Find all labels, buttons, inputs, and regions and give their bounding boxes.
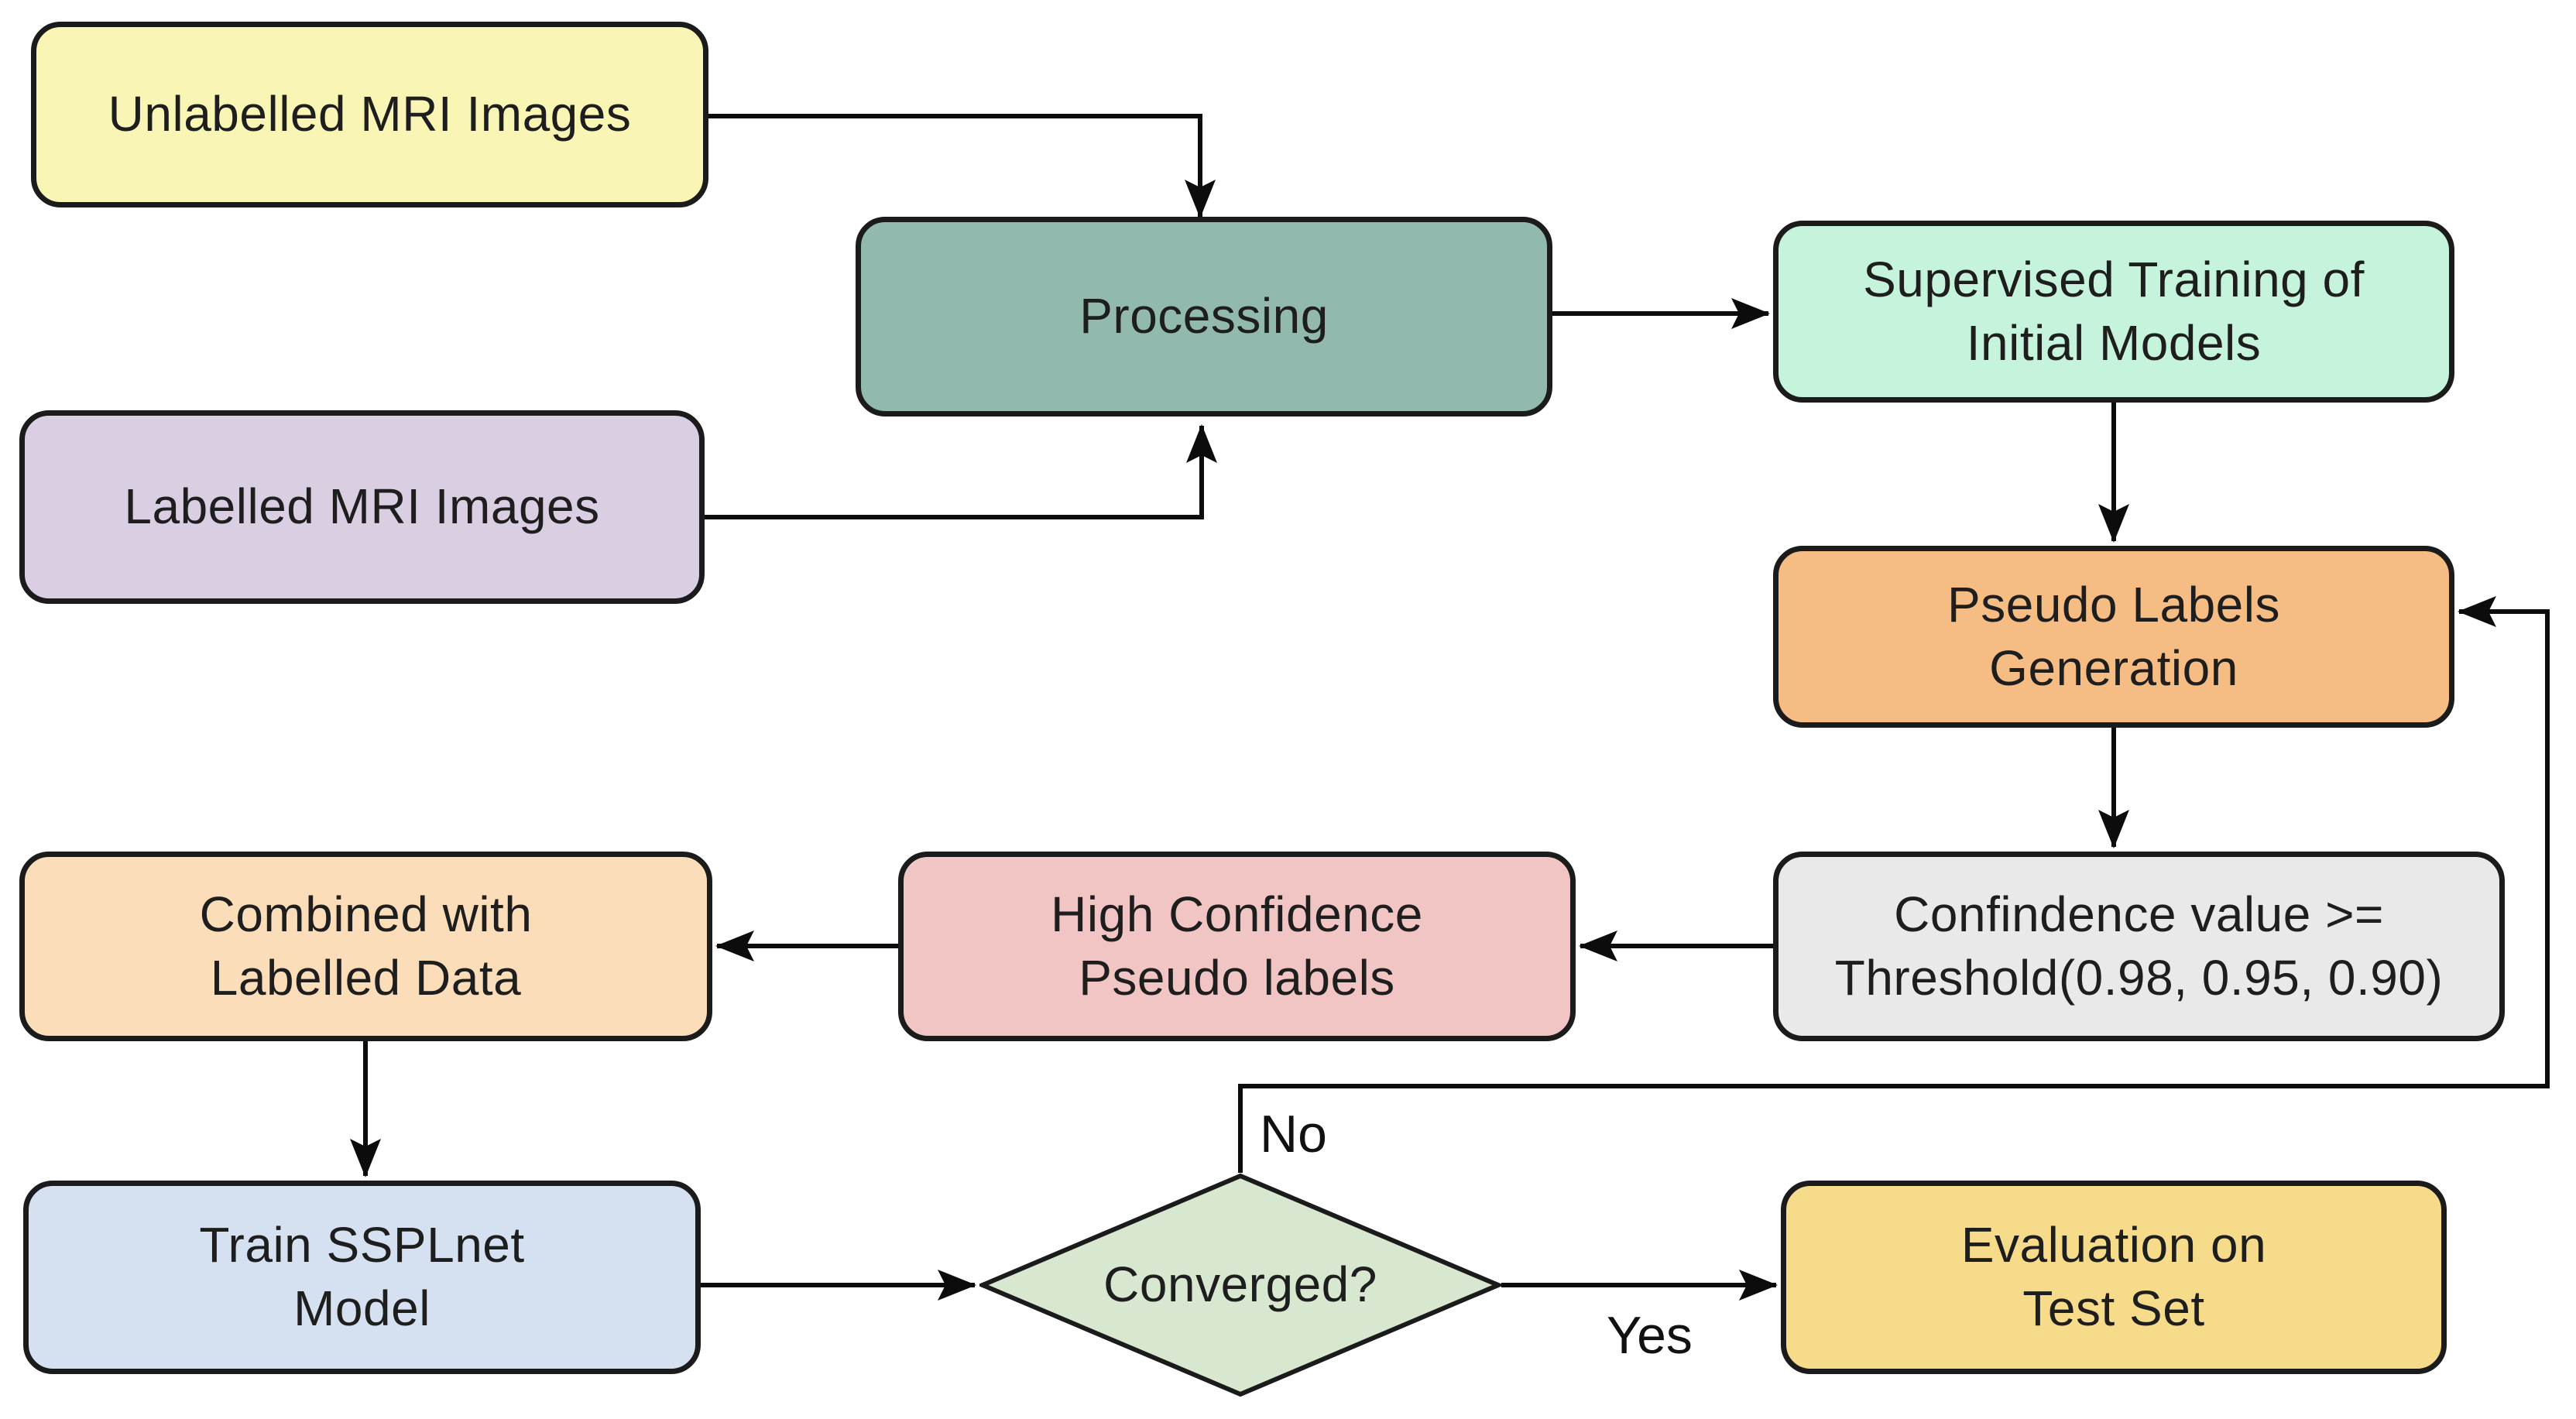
edge-label-no: No (1260, 1105, 1327, 1164)
node-confidence-label: Confindence value >= Threshold(0.98, 0.9… (1834, 886, 2444, 1006)
node-evaluation-on-test-set: Evaluation on Test Set (1781, 1181, 2447, 1374)
edge-labelled-to-processing (705, 424, 1217, 519)
node-converged-decision: Converged? (979, 1173, 1501, 1397)
node-unlabelled-label: Unlabelled MRI Images (108, 86, 632, 142)
node-evaluation-label: Evaluation on Test Set (1960, 1217, 2267, 1336)
node-train-label: Train SSPLnet Model (199, 1217, 525, 1336)
node-confidence-threshold: Confindence value >= Threshold(0.98, 0.9… (1773, 852, 2505, 1041)
node-high-confidence-pseudo-labels: High Confidence Pseudo labels (898, 852, 1576, 1041)
node-labelled-label: Labelled MRI Images (124, 478, 600, 535)
node-combined-label: Combined with Labelled Data (199, 886, 533, 1006)
node-combined-with-labelled-data: Combined with Labelled Data (19, 852, 712, 1041)
node-pseudo-labels-generation: Pseudo Labels Generation (1773, 546, 2454, 728)
diamond-shape (979, 1173, 1501, 1397)
node-labelled-mri-images: Labelled MRI Images (19, 410, 705, 604)
edge-label-yes: Yes (1607, 1306, 1693, 1365)
node-supervised-training: Supervised Training of Initial Models (1773, 221, 2454, 403)
node-pseudo-label: Pseudo Labels Generation (1947, 576, 2280, 696)
node-processing: Processing (856, 217, 1552, 416)
edge-unlabelled-to-processing (708, 114, 1216, 218)
node-supervised-label: Supervised Training of Initial Models (1863, 251, 2365, 371)
node-train-ssplnet-model: Train SSPLnet Model (23, 1181, 701, 1374)
node-unlabelled-mri-images: Unlabelled MRI Images (31, 22, 708, 207)
edge-converged-no-to-pseudo (1238, 596, 2550, 1173)
node-processing-label: Processing (1079, 288, 1329, 344)
node-converged-label: Converged? (1103, 1256, 1377, 1313)
node-highconf-label: High Confidence Pseudo labels (1051, 886, 1423, 1006)
